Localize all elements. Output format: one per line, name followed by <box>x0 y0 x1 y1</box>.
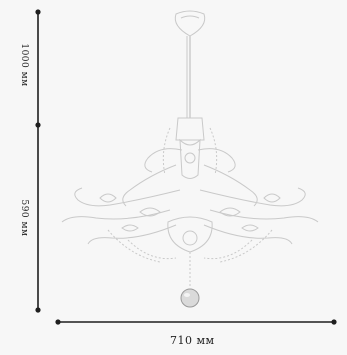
leaf-right-2 <box>219 207 241 217</box>
horizontal-dimension-line <box>55 319 337 325</box>
outer-arm-right-2 <box>209 209 319 223</box>
leaf-right-3 <box>241 224 259 232</box>
bowl-center <box>182 230 198 246</box>
leaf-left-3 <box>121 224 139 232</box>
dim-tick-bottom <box>35 307 41 313</box>
crystal-string-left-outer <box>107 229 161 263</box>
upper-arm-left <box>144 148 183 173</box>
height-total-label: 1000 мм <box>19 43 29 87</box>
bottom-crystal-ball <box>180 288 200 308</box>
dim-tick-right <box>331 319 337 325</box>
column-bead <box>184 152 196 164</box>
mid-arm-right <box>203 164 258 207</box>
crystal-string-right <box>203 239 253 260</box>
outer-arm-right-1 <box>199 187 306 207</box>
outer-arm-right-3 <box>203 224 293 245</box>
dim-tick-middle <box>35 122 41 128</box>
mid-arm-left <box>122 164 177 207</box>
ceiling-canopy <box>174 10 206 37</box>
central-column <box>179 138 201 179</box>
crystal-string-left <box>127 239 177 260</box>
central-column-top <box>175 117 205 141</box>
outer-arm-left-2 <box>61 209 171 223</box>
leaf-left-1 <box>99 193 117 203</box>
outer-arm-left-1 <box>74 187 181 207</box>
width-label: 710 мм <box>170 334 215 347</box>
chandelier-illustration <box>61 10 319 288</box>
height-body-label: 590 мм <box>19 199 29 237</box>
canopy-detail <box>180 15 200 19</box>
dim-tick-top <box>35 9 41 15</box>
vertical-dimension-line <box>35 9 41 313</box>
leaf-right-1 <box>263 193 281 203</box>
upper-arm-right <box>197 148 236 173</box>
crystal-string-right-outer <box>219 229 273 263</box>
outer-arm-left-3 <box>87 224 177 245</box>
central-bowl <box>167 216 213 253</box>
dim-tick-left <box>55 319 61 325</box>
leaf-left-2 <box>139 207 161 217</box>
